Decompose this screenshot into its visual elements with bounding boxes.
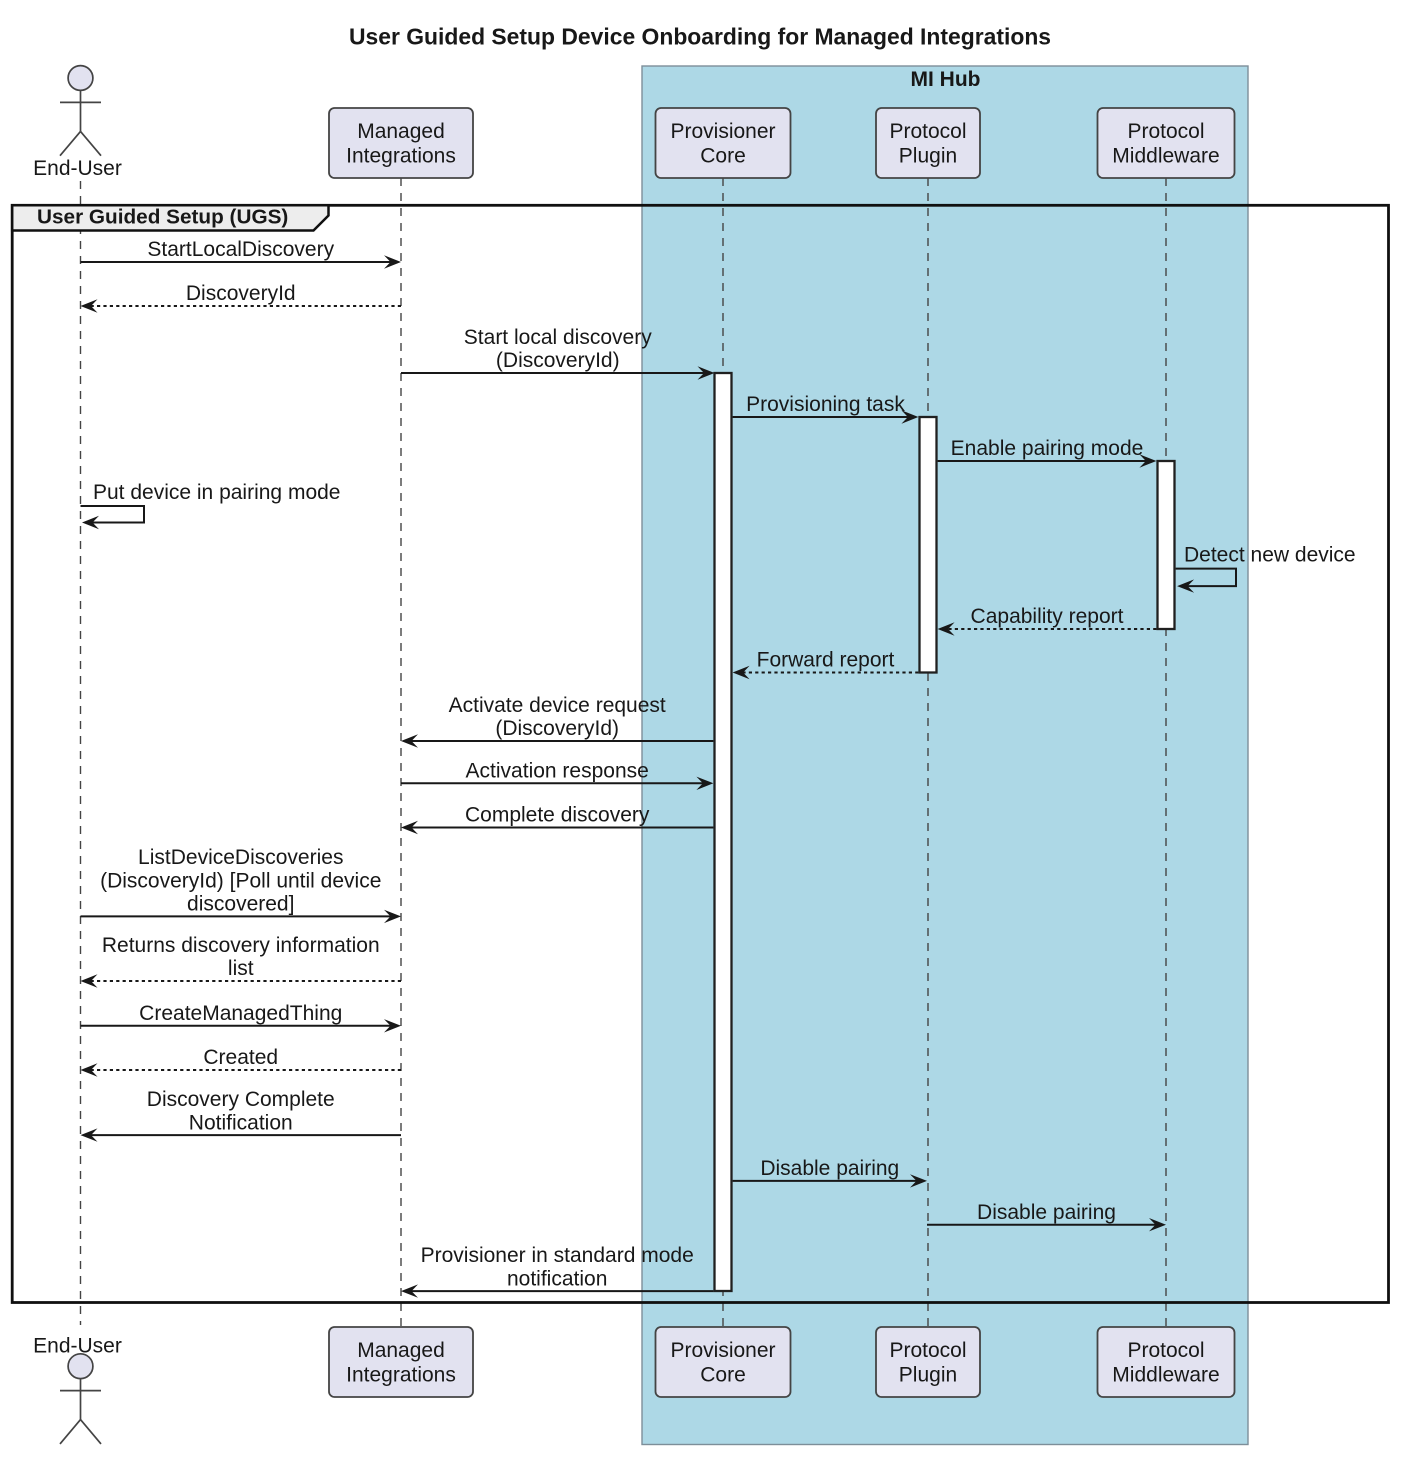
svg-text:list: list xyxy=(228,957,254,980)
svg-text:Forward report: Forward report xyxy=(757,649,895,672)
svg-text:Capability report: Capability report xyxy=(971,605,1124,628)
svg-text:Integrations: Integrations xyxy=(346,1364,456,1387)
svg-text:Protocol: Protocol xyxy=(889,1339,966,1362)
svg-text:Middleware: Middleware xyxy=(1112,1364,1219,1387)
svg-text:(DiscoveryId) [Poll until devi: (DiscoveryId) [Poll until device xyxy=(100,869,381,892)
svg-text:ListDeviceDiscoveries: ListDeviceDiscoveries xyxy=(138,846,343,869)
svg-text:(DiscoveryId): (DiscoveryId) xyxy=(496,349,620,372)
svg-text:DiscoveryId: DiscoveryId xyxy=(186,282,296,305)
svg-text:Detect new device: Detect new device xyxy=(1184,544,1356,567)
svg-text:notification: notification xyxy=(507,1267,607,1290)
svg-text:Provisioner in standard mode: Provisioner in standard mode xyxy=(421,1244,694,1267)
svg-text:Protocol: Protocol xyxy=(889,120,966,143)
svg-text:StartLocalDiscovery: StartLocalDiscovery xyxy=(147,238,334,261)
svg-text:Middleware: Middleware xyxy=(1112,145,1219,168)
svg-text:User Guided Setup Device Onboa: User Guided Setup Device Onboarding for … xyxy=(349,24,1051,50)
svg-text:Provisioner: Provisioner xyxy=(670,120,775,143)
svg-text:Start local discovery: Start local discovery xyxy=(464,326,652,349)
svg-text:Discovery Complete: Discovery Complete xyxy=(147,1088,335,1111)
svg-text:Returns discovery information: Returns discovery information xyxy=(102,934,380,957)
svg-text:Notification: Notification xyxy=(189,1111,293,1134)
svg-text:End-User: End-User xyxy=(33,1335,122,1358)
svg-text:Core: Core xyxy=(700,1364,746,1387)
svg-text:Protocol: Protocol xyxy=(1127,1339,1204,1362)
svg-text:MI Hub: MI Hub xyxy=(911,68,981,91)
svg-text:Core: Core xyxy=(700,145,746,168)
svg-text:(DiscoveryId): (DiscoveryId) xyxy=(495,717,619,740)
svg-text:Managed: Managed xyxy=(357,120,445,143)
svg-text:User Guided Setup (UGS): User Guided Setup (UGS) xyxy=(37,206,288,229)
svg-text:Integrations: Integrations xyxy=(346,145,456,168)
svg-text:Managed: Managed xyxy=(357,1339,445,1362)
svg-text:Complete discovery: Complete discovery xyxy=(465,804,650,827)
svg-text:Created: Created xyxy=(203,1046,278,1069)
svg-text:Provisioner: Provisioner xyxy=(670,1339,775,1362)
svg-text:Protocol: Protocol xyxy=(1127,120,1204,143)
svg-text:Activate device request: Activate device request xyxy=(449,694,666,717)
svg-text:Put device in pairing mode: Put device in pairing mode xyxy=(93,481,340,504)
svg-text:discovered]: discovered] xyxy=(187,893,294,916)
svg-text:CreateManagedThing: CreateManagedThing xyxy=(139,1002,342,1025)
svg-text:Provisioning task: Provisioning task xyxy=(746,393,905,416)
svg-text:End-User: End-User xyxy=(33,157,122,180)
svg-text:Enable pairing mode: Enable pairing mode xyxy=(951,437,1144,460)
svg-text:Disable pairing: Disable pairing xyxy=(760,1157,899,1180)
svg-text:Disable pairing: Disable pairing xyxy=(977,1201,1116,1224)
svg-text:Plugin: Plugin xyxy=(899,1364,957,1387)
svg-text:Activation response: Activation response xyxy=(466,760,649,783)
svg-text:Plugin: Plugin xyxy=(899,145,957,168)
